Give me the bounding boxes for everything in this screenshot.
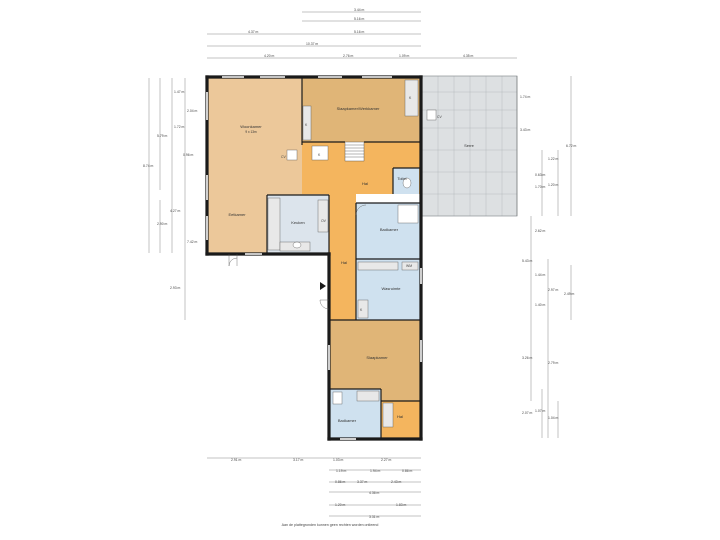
dim-right-16: 1.07 m: [535, 409, 546, 413]
dim-right-3: 1.22 m: [548, 157, 559, 161]
room-fills: [207, 76, 517, 438]
dim-right-4: 0.63 m: [535, 173, 546, 177]
top-dimension-labels: 3.44 m 5.16 m 4.37 m 5.16 m 10.37 m 4.20…: [248, 8, 474, 58]
fixture-label-ov: OV: [321, 219, 327, 223]
room-label-eetkamer: Eetkamer: [228, 212, 246, 217]
room-label-hal-bottom: Hal: [397, 414, 403, 419]
left-dimensions: [148, 78, 186, 320]
slaapkamer-werkkamer-fill: [302, 78, 421, 142]
fixture-label-k-1: K: [305, 123, 308, 127]
serre-fill: [421, 76, 517, 216]
dim-bottom-12: 1.83 m: [396, 503, 407, 507]
dim-bottom-9: 2.43 m: [391, 480, 402, 484]
dim-right-1: 3.43 m: [520, 128, 531, 132]
dim-right-5: 1.20 m: [548, 183, 559, 187]
dim-top-4: 10.37 m: [306, 42, 318, 46]
room-label-woonkamer: Woonkamer: [240, 124, 262, 129]
room-label-keuken: Keuken: [291, 220, 305, 225]
top-dimensions: [207, 11, 517, 59]
fixture-labels: CV CV K K K K OV WM: [281, 96, 442, 312]
dim-right-0: 1.74 m: [520, 95, 531, 99]
hal-middle-fill: [329, 194, 356, 320]
dim-bottom-10: 4.36 m: [369, 491, 380, 495]
bottom-dimension-labels: 2.91 m 3.17 m 1.03 m 2.27 m 1.19 m 1.94 …: [231, 458, 413, 519]
right-dimensions: [516, 76, 572, 438]
dim-bottom-11: 1.20 m: [335, 503, 346, 507]
fixture-label-wm: WM: [406, 264, 412, 268]
doors: [228, 204, 367, 310]
dim-left-9: 2.93 m: [170, 286, 181, 290]
dim-right-11: 2.49 m: [564, 292, 575, 296]
room-label-slaapkamer: Slaapkamer: [366, 355, 388, 360]
dim-left-3: 5.79 m: [157, 134, 168, 138]
dim-bottom-0: 2.91 m: [231, 458, 242, 462]
room-label-badkamer-1: Badkamer: [380, 227, 399, 232]
dim-right-8: 5.43 m: [522, 259, 533, 263]
dim-left-2: 1.72 m: [174, 125, 185, 129]
dim-top-6: 2.76 m: [343, 54, 354, 58]
room-label-slaapkamer-werkkamer: Slaapkamer/Werkkamer: [337, 106, 380, 111]
fixtures: [267, 79, 437, 428]
dim-right-14: 2.79 m: [548, 361, 559, 365]
fixture-label-cv-2: CV: [437, 115, 442, 119]
dim-top-5: 4.20 m: [264, 54, 275, 58]
interior-walls: [266, 78, 421, 438]
room-labels: Woonkamer 9 x 13m Eetkamer Slaapkamer/We…: [228, 106, 474, 423]
right-dimension-labels: 1.74 m 3.43 m 6.72 m 1.22 m 0.63 m 1.20 …: [520, 95, 577, 420]
dim-right-12: 1.40 m: [535, 303, 546, 307]
dim-right-10: 2.97 m: [548, 288, 559, 292]
slaapkamer-fill: [329, 320, 421, 401]
staircase: [344, 141, 365, 162]
dim-top-1: 5.16 m: [354, 17, 365, 21]
dim-left-4: 8.74 m: [143, 164, 154, 168]
dim-top-0: 3.44 m: [354, 8, 365, 12]
dim-right-9: 1.44 m: [535, 273, 546, 277]
dim-left-0: 1.47 m: [174, 90, 185, 94]
dim-right-2: 6.72 m: [566, 144, 577, 148]
dim-bottom-4: 1.19 m: [336, 469, 347, 473]
dim-left-5: 0.96 m: [183, 153, 194, 157]
dim-bottom-13: 3.31 m: [369, 515, 380, 519]
dim-right-13: 3.26 m: [522, 356, 533, 360]
eetkamer-fill: [207, 160, 267, 253]
disclaimer-text: Aan de plattegronden kunnen geen rechten…: [281, 523, 379, 527]
dim-bottom-1: 3.17 m: [293, 458, 304, 462]
room-label-toilet: Toilet: [397, 176, 407, 181]
dim-right-6: 1.70 m: [535, 185, 546, 189]
dim-bottom-8: 3.37 m: [357, 480, 368, 484]
fixture-label-k-4: K: [360, 308, 363, 312]
dim-bottom-2: 1.03 m: [333, 458, 344, 462]
room-label-woonkamer-size: 9 x 13m: [245, 130, 257, 134]
left-dimension-labels: 1.47 m 2.04 m 1.72 m 5.79 m 8.74 m 0.96 …: [143, 90, 198, 290]
fixture-label-k-2: K: [409, 96, 412, 100]
dim-left-6: 4.27 m: [170, 209, 181, 213]
dim-left-8: 7.42 m: [187, 240, 198, 244]
room-label-badkamer-2: Badkamer: [338, 418, 357, 423]
bottom-dimensions: [207, 457, 421, 517]
room-label-wasruimte: Wasruimte: [382, 286, 402, 291]
fixture-label-k-3: K: [318, 153, 321, 157]
dim-bottom-5: 1.94 m: [370, 469, 381, 473]
room-label-serre: Serre: [464, 143, 475, 148]
dim-bottom-3: 2.27 m: [381, 458, 392, 462]
dim-left-1: 2.04 m: [187, 109, 198, 113]
dim-top-8: 4.35 m: [463, 54, 474, 58]
dim-right-15: 2.07 m: [522, 411, 533, 415]
room-label-hal-middle: Hal: [341, 260, 347, 265]
room-label-hal-top: Hal: [362, 181, 368, 186]
dim-left-7: 2.90 m: [157, 222, 168, 226]
dim-bottom-7: 0.86 m: [335, 480, 346, 484]
dim-top-3: 5.16 m: [354, 30, 365, 34]
windows: [206, 76, 422, 440]
dim-right-17: 1.04 m: [548, 416, 559, 420]
dim-top-7: 1.09 m: [399, 54, 410, 58]
dim-bottom-6: 0.86 m: [402, 469, 413, 473]
entrance-arrow-icon: [320, 282, 326, 290]
dim-top-2: 4.37 m: [248, 30, 259, 34]
dim-right-7: 2.62 m: [535, 229, 546, 233]
fixture-label-cv-1: CV: [281, 155, 286, 159]
